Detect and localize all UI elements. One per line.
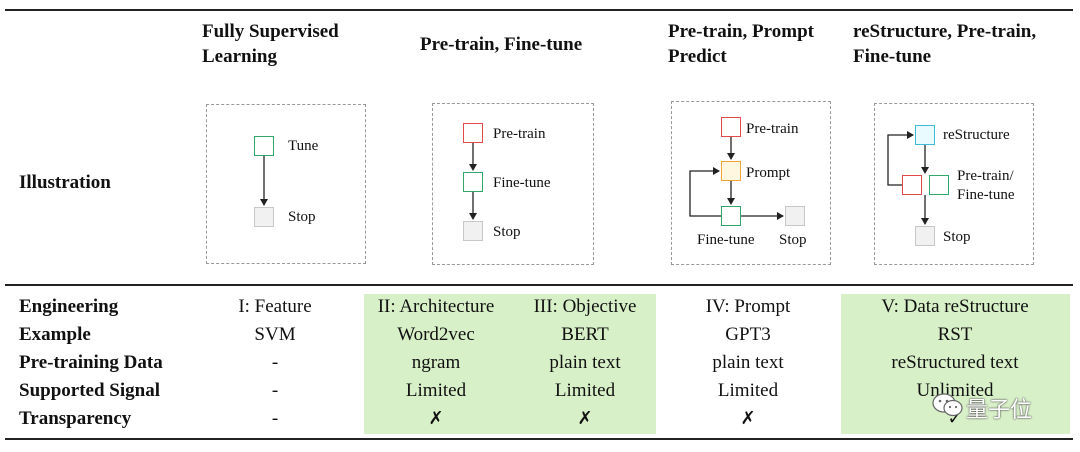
stop-label: Stop — [943, 229, 971, 245]
top-rule — [5, 9, 1073, 11]
cell-engineering-col4: IV: Prompt — [705, 296, 791, 317]
cell-signal-col1: - — [271, 380, 279, 401]
cell-example-col2: Word2vec — [397, 324, 475, 345]
header-restructure: reStructure, Pre-train, Fine-tune — [853, 21, 1037, 67]
cell-engineering-col3: III: Objective — [533, 296, 637, 317]
watermark-text: 量子位 — [966, 398, 1033, 423]
cell-transparency-col1: - — [271, 408, 279, 429]
prompt-node — [721, 161, 741, 181]
header-pretrain-prompt: Pre-train, Prompt Predict — [668, 21, 814, 67]
stop-label: Stop — [288, 209, 316, 225]
highlight-pretrain-finetune — [364, 294, 656, 434]
stop-node — [785, 206, 805, 226]
cell-example-col3: BERT — [561, 324, 609, 345]
stop-label: Stop — [493, 224, 521, 240]
cell-pretraining-col5: reStructured text — [891, 352, 1019, 373]
restructure-node — [915, 125, 935, 145]
restructure-label: reStructure — [943, 127, 1010, 143]
cell-signal-col4: Limited — [717, 380, 779, 401]
pretrain-finetune-label-2: Fine-tune — [957, 187, 1015, 203]
cross-mark-col3: ✗ — [577, 408, 593, 429]
cell-engineering-col1: I: Feature — [238, 296, 312, 317]
cell-engineering-col5: V: Data reStructure — [881, 296, 1029, 317]
cell-pretraining-col3: plain text — [549, 352, 621, 373]
finetune-node — [721, 206, 741, 226]
diagram-restructure — [874, 103, 1034, 265]
stop-node — [915, 226, 935, 246]
cross-mark-col4: ✗ — [740, 408, 756, 429]
cell-pretraining-col4: plain text — [712, 352, 784, 373]
wechat-icon — [932, 393, 963, 417]
tune-label: Tune — [288, 138, 319, 154]
cell-example-col4: GPT3 — [725, 324, 771, 345]
finetune-label: Fine-tune — [493, 175, 551, 191]
pretrain-node — [902, 175, 922, 195]
stop-label: Stop — [779, 232, 807, 248]
pretrain-node — [721, 117, 741, 137]
header-pretrain-finetune: Pre-train, Fine-tune — [420, 34, 583, 55]
cell-signal-col2: Limited — [405, 380, 467, 401]
cell-example-col5: RST — [937, 324, 973, 345]
row-label-engineering: Engineering — [19, 296, 119, 317]
stop-node — [254, 207, 274, 227]
row-label-supported-signal: Supported Signal — [19, 380, 160, 401]
cell-pretraining-col1: - — [271, 352, 279, 373]
pretrain-label: Pre-train — [746, 121, 799, 137]
header-fully-supervised: Fully Supervised Learning — [202, 21, 339, 67]
finetune-node — [463, 172, 483, 192]
row-label-example: Example — [19, 324, 91, 345]
cross-mark-col2: ✗ — [428, 408, 444, 429]
pretrain-node — [463, 123, 483, 143]
bottom-rule — [5, 438, 1073, 440]
row-label-illustration: Illustration — [19, 172, 111, 193]
diagram-fully-supervised — [206, 104, 366, 264]
cell-signal-col5: Unlimited — [916, 380, 994, 401]
finetune-node — [929, 175, 949, 195]
cell-pretraining-col2: ngram — [411, 352, 461, 373]
row-label-pretraining-data: Pre-training Data — [19, 352, 163, 373]
diagram-pretrain-prompt — [671, 101, 831, 265]
pretrain-label: Pre-train — [493, 126, 546, 142]
diagram-pretrain-finetune — [432, 103, 594, 265]
pretrain-finetune-label-1: Pre-train/ — [957, 168, 1014, 184]
row-label-transparency: Transparency — [19, 408, 132, 429]
tune-node — [254, 136, 274, 156]
cell-signal-col3: Limited — [554, 380, 616, 401]
stop-node — [463, 221, 483, 241]
cell-example-col1: SVM — [254, 324, 296, 345]
finetune-label: Fine-tune — [697, 232, 755, 248]
cell-engineering-col2: II: Architecture — [377, 296, 495, 317]
mid-rule — [5, 284, 1073, 286]
prompt-label: Prompt — [746, 165, 791, 181]
